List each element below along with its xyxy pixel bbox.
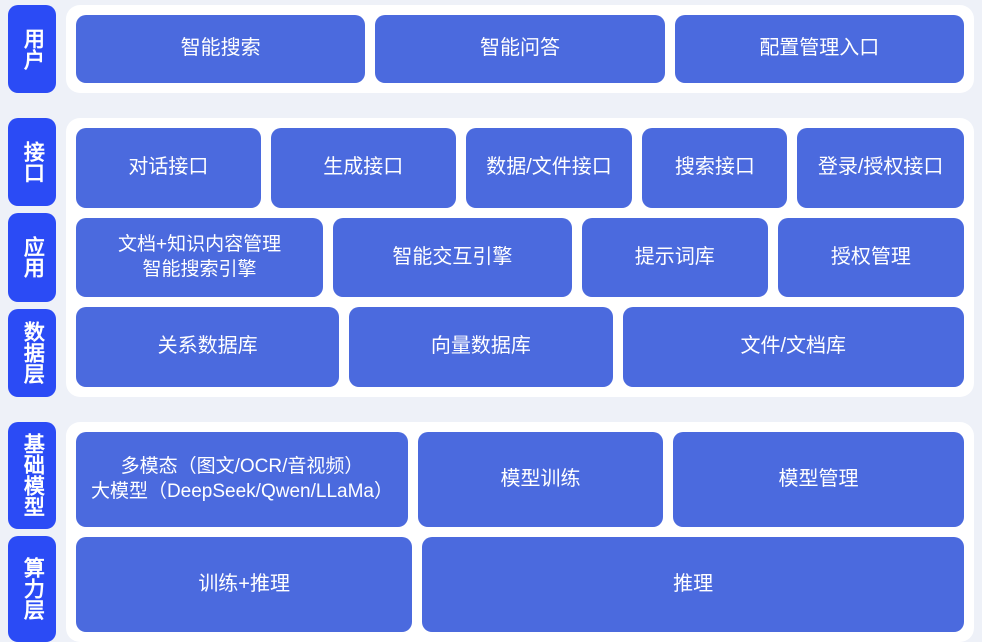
card-prompt-library[interactable]: 提示词库 <box>581 217 768 298</box>
card-row-users: 智能搜索 智能问答 配置管理入口 <box>76 15 964 83</box>
layer-tab-user[interactable]: 用户 <box>8 5 56 93</box>
card-model-management[interactable]: 模型管理 <box>673 432 964 527</box>
card-intelligent-qa[interactable]: 智能问答 <box>375 15 665 83</box>
card-intelligent-search[interactable]: 智能搜索 <box>76 15 366 83</box>
layer-tab-rail-stack: 接口 应用 数据层 <box>8 118 56 397</box>
card-generation-interface[interactable]: 生成接口 <box>270 128 456 208</box>
card-inference[interactable]: 推理 <box>422 537 964 632</box>
card-row-interface: 对话接口 生成接口 数据/文件接口 搜索接口 登录/授权接口 <box>76 128 964 208</box>
card-config-management-entry[interactable]: 配置管理入口 <box>674 15 964 83</box>
layer-band-users: 用户 智能搜索 智能问答 配置管理入口 <box>8 5 974 93</box>
layer-panel-users: 智能搜索 智能问答 配置管理入口 <box>66 5 974 93</box>
card-file-document-store[interactable]: 文件/文档库 <box>622 307 964 388</box>
layer-tab-data[interactable]: 数据层 <box>8 308 56 397</box>
layer-tab-foundation-model[interactable]: 基础模型 <box>8 422 56 529</box>
layer-band-infra: 基础模型 算力层 多模态（图文/OCR/音视频） 大模型（DeepSeek/Qw… <box>8 422 974 642</box>
card-data-file-interface[interactable]: 数据/文件接口 <box>465 128 633 208</box>
card-row-application: 文档+知识内容管理 智能搜索引擎 智能交互引擎 提示词库 授权管理 <box>76 217 964 298</box>
card-training-and-inference[interactable]: 训练+推理 <box>76 537 413 632</box>
card-document-knowledge-management[interactable]: 文档+知识内容管理 智能搜索引擎 <box>76 217 324 298</box>
card-login-auth-interface[interactable]: 登录/授权接口 <box>797 128 964 208</box>
card-row-compute: 训练+推理 推理 <box>76 537 964 632</box>
card-model-training[interactable]: 模型训练 <box>417 432 664 527</box>
card-vector-database[interactable]: 向量数据库 <box>349 307 613 388</box>
card-multimodal-large-model[interactable]: 多模态（图文/OCR/音视频） 大模型（DeepSeek/Qwen/LLaMa） <box>76 432 408 527</box>
layer-tab-interface[interactable]: 接口 <box>8 118 56 207</box>
card-authorization-management[interactable]: 授权管理 <box>777 217 964 298</box>
layer-tab-compute[interactable]: 算力层 <box>8 535 56 642</box>
card-row-data: 关系数据库 向量数据库 文件/文档库 <box>76 307 964 388</box>
card-intelligent-interaction-engine[interactable]: 智能交互引擎 <box>333 217 572 298</box>
card-relational-database[interactable]: 关系数据库 <box>76 307 340 388</box>
layer-tab-rail-users: 用户 <box>8 5 56 93</box>
layer-band-stack: 接口 应用 数据层 对话接口 生成接口 数据/文件接口 搜索接口 登录/授权接口… <box>8 118 974 397</box>
layer-panel-infra: 多模态（图文/OCR/音视频） 大模型（DeepSeek/Qwen/LLaMa）… <box>66 422 974 642</box>
layer-tab-application[interactable]: 应用 <box>8 213 56 302</box>
layer-panel-stack: 对话接口 生成接口 数据/文件接口 搜索接口 登录/授权接口 文档+知识内容管理… <box>66 118 974 397</box>
layer-tab-rail-infra: 基础模型 算力层 <box>8 422 56 642</box>
card-search-interface[interactable]: 搜索接口 <box>642 128 788 208</box>
card-row-model: 多模态（图文/OCR/音视频） 大模型（DeepSeek/Qwen/LLaMa）… <box>76 432 964 527</box>
card-dialog-interface[interactable]: 对话接口 <box>76 128 261 208</box>
